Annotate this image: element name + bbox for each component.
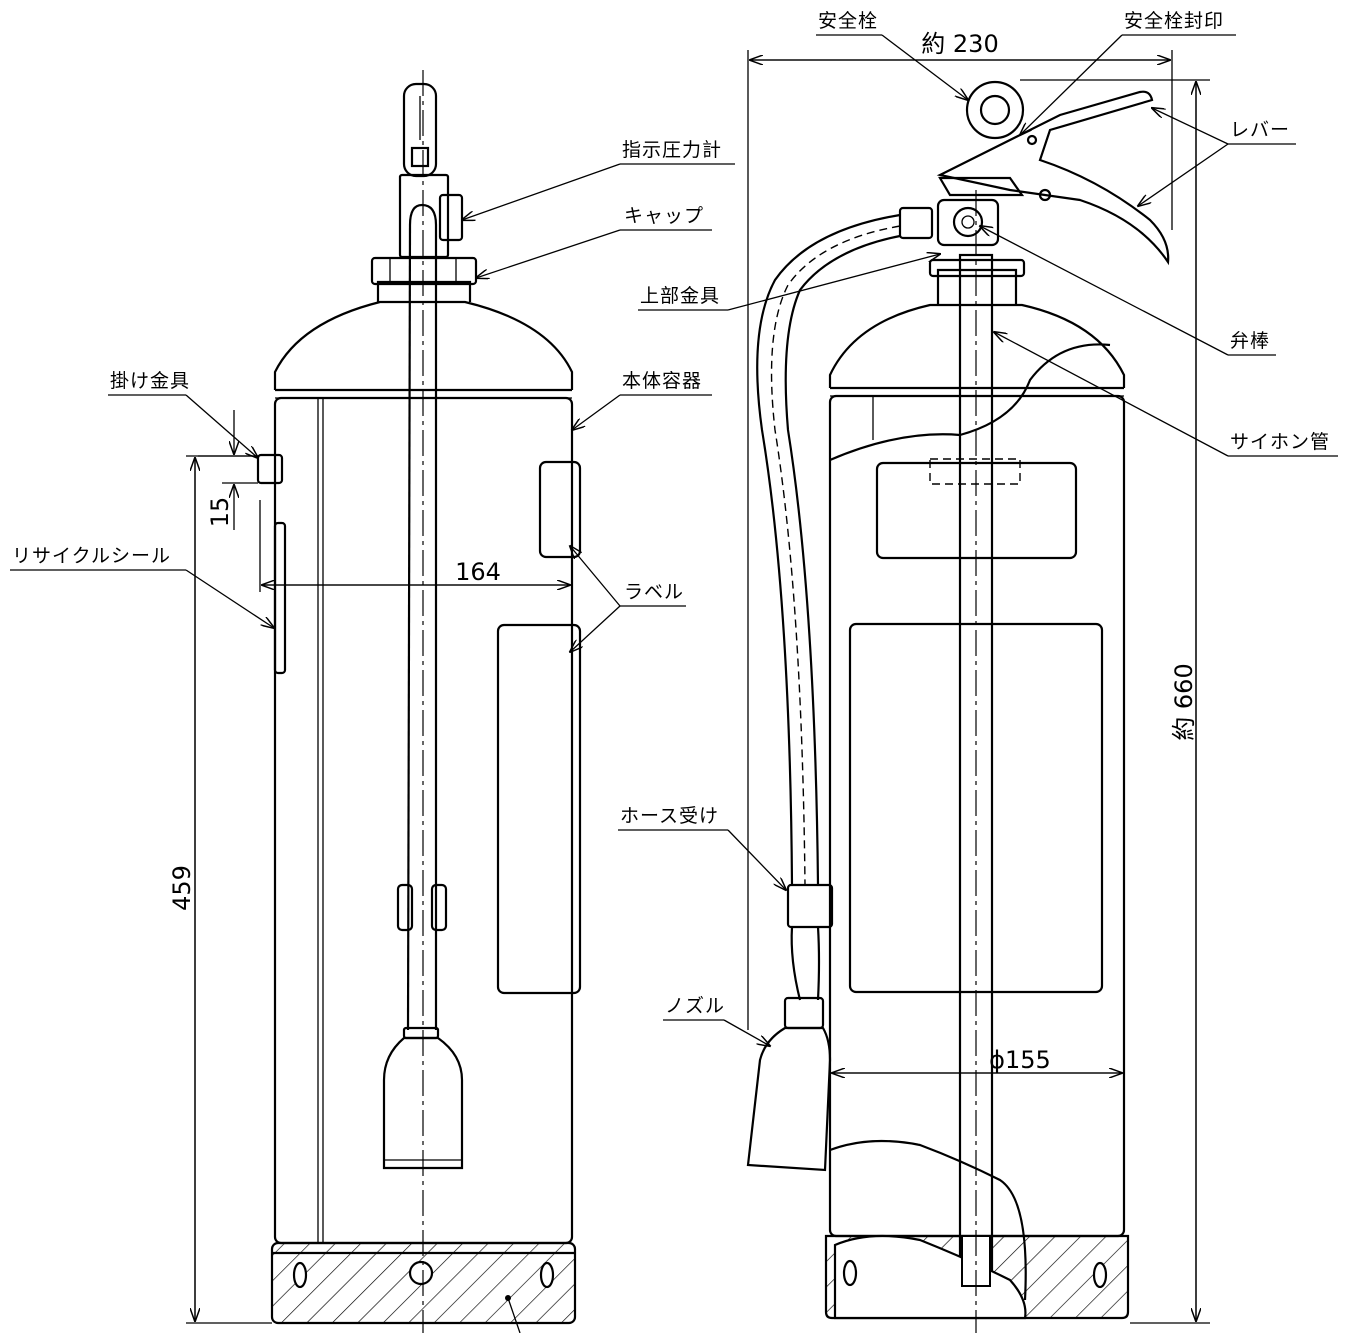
front-nozzle <box>746 1026 832 1172</box>
label-hose-holder: ホース受け <box>620 805 719 827</box>
side-label-lower <box>496 623 582 995</box>
dim-overall-height: 約 660 <box>1170 663 1198 740</box>
side-nozzle <box>382 1036 464 1170</box>
label-siphon-tube: サイホン管 <box>1230 431 1330 453</box>
label-upper-fitting: 上部金具 <box>640 285 720 307</box>
front-lever <box>936 90 1170 266</box>
front-body-container <box>828 394 1126 1238</box>
side-pressure-gauge <box>438 193 464 242</box>
dim-diameter: ϕ155 <box>989 1046 1051 1074</box>
front-safety-pin <box>965 80 1025 140</box>
callouts: 指示圧力計 キャップ 掛け金具 リサイクルシール 本体容器 ラベル 安全栓 安全… <box>10 10 1338 1333</box>
dimensions: 15 164 459 約 230 約 660 ϕ155 <box>168 30 1210 1324</box>
side-recycle-seal <box>273 521 287 675</box>
dim-hanger-height: 459 <box>168 865 196 911</box>
front-view <box>746 80 1170 1333</box>
side-label-upper <box>538 460 582 559</box>
label-label: ラベル <box>624 581 684 603</box>
label-recycle-seal: リサイクルシール <box>12 545 171 567</box>
dim-hanger-offset: 15 <box>206 497 234 528</box>
front-hose-holder <box>786 883 834 929</box>
label-hanging-bracket: 掛け金具 <box>110 370 190 392</box>
label-lever: レバー <box>1230 119 1290 141</box>
label-cap: キャップ <box>624 205 704 227</box>
side-cap <box>370 256 478 286</box>
label-pressure-gauge: 指示圧力計 <box>622 139 722 161</box>
label-safety-pin: 安全栓 <box>818 10 878 32</box>
side-hanging-bracket <box>256 453 284 485</box>
label-nozzle: ノズル <box>665 995 725 1017</box>
label-container-body: 本体容器 <box>622 370 702 392</box>
label-safety-pin-seal: 安全栓封印 <box>1124 10 1224 32</box>
dim-overall-width: 約 230 <box>921 30 998 58</box>
side-view <box>256 70 582 1333</box>
front-hose <box>756 213 901 886</box>
dim-side-depth: 164 <box>455 558 501 586</box>
label-valve-stem: 弁棒 <box>1230 330 1270 352</box>
